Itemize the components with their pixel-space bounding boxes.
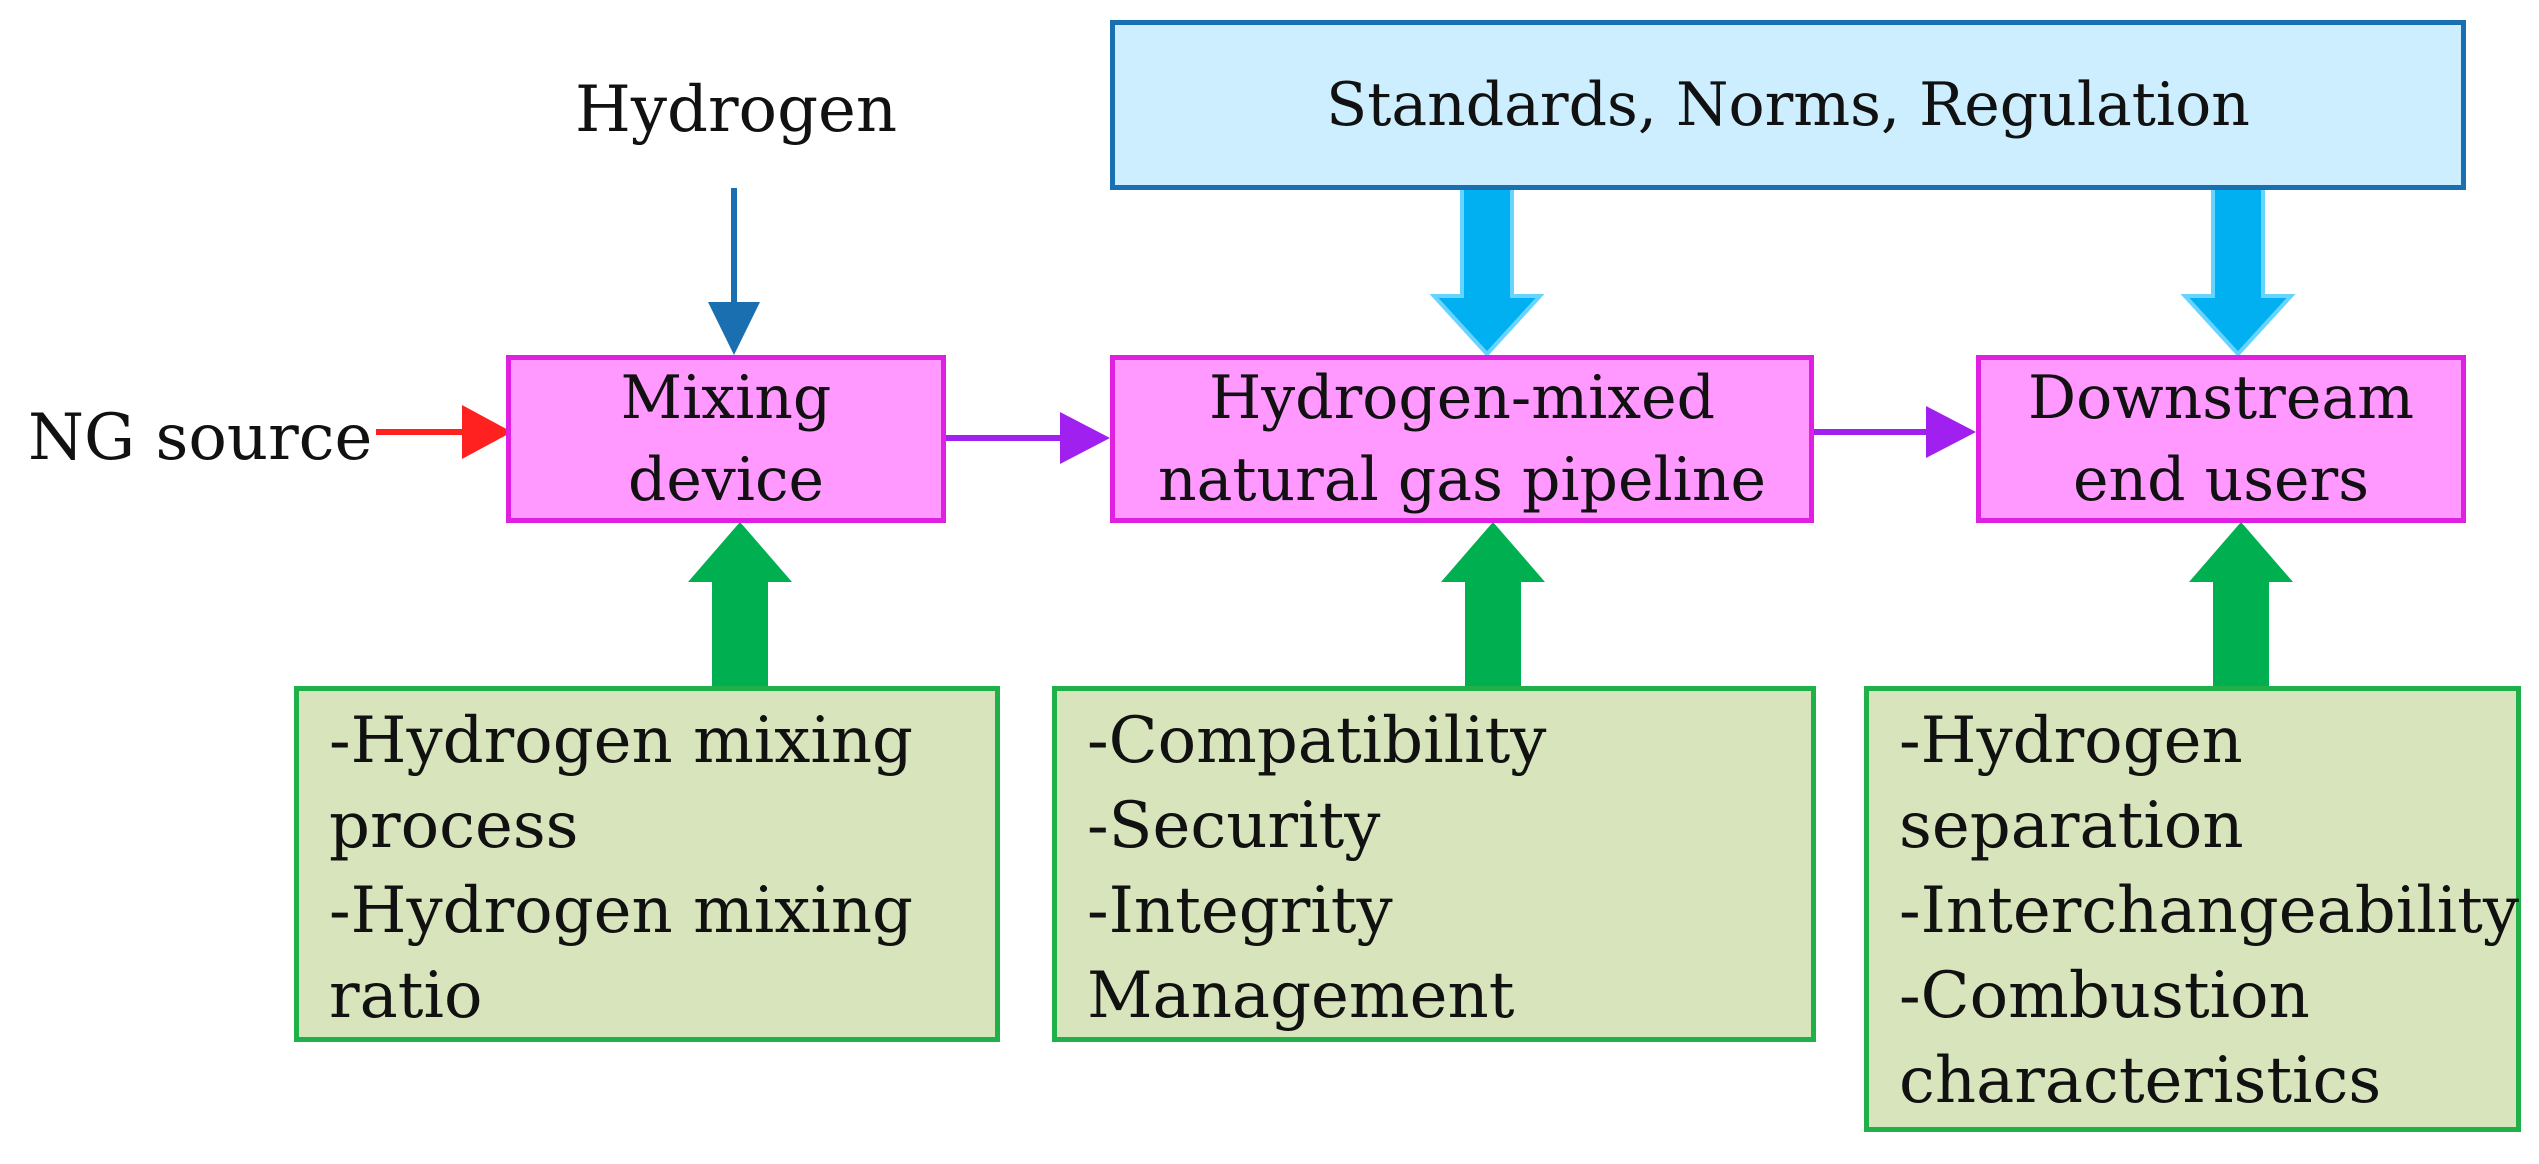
mixing-device-line-1: Mixing bbox=[620, 363, 832, 433]
pipeline-line-2: natural gas pipeline bbox=[1158, 445, 1766, 515]
ng-source-label: NG source bbox=[28, 401, 373, 475]
mixing-concern-line-4: ratio bbox=[329, 959, 483, 1033]
end-users-concern-line-4: -Combustion bbox=[1899, 959, 2310, 1033]
flow-arrow-pipeline-to-endusers bbox=[1814, 406, 1976, 458]
mixing-concern-line-2: process bbox=[329, 789, 579, 863]
pipeline-line-1: Hydrogen-mixed bbox=[1208, 363, 1716, 433]
standards-norms-regulation-box: Standards, Norms, Regulation bbox=[1110, 20, 2466, 190]
end-users-box: Downstream end users bbox=[1976, 355, 2466, 523]
hydrogen-input-label: Hydrogen bbox=[575, 73, 898, 147]
end-users-concern-line-3: -Interchangeability bbox=[1899, 874, 2519, 948]
mixing-device-box: Mixing device bbox=[506, 355, 946, 523]
pipeline-concern-line-2: -Security bbox=[1087, 789, 1381, 863]
concern-arrow-mixing bbox=[688, 522, 792, 686]
pipeline-concern-line-1: -Compatibility bbox=[1087, 704, 1547, 778]
flow-arrow-mixing-to-pipeline bbox=[946, 412, 1110, 464]
mixing-concern-line-3: -Hydrogen mixing bbox=[329, 874, 913, 948]
end-users-concern-line-2: separation bbox=[1899, 789, 2244, 863]
end-users-concern-line-5: characteristics bbox=[1899, 1044, 2382, 1118]
standards-arrow-endusers bbox=[2180, 186, 2296, 357]
end-users-concern-line-1: -Hydrogen bbox=[1899, 704, 2243, 778]
mixing-concern-line-1: -Hydrogen mixing bbox=[329, 704, 913, 778]
end-users-concerns-box: -Hydrogen separation -Interchangeability… bbox=[1864, 686, 2521, 1132]
pipeline-concern-line-4: Management bbox=[1087, 959, 1515, 1033]
pipeline-concern-line-3: -Integrity bbox=[1087, 874, 1393, 948]
standards-box-label: Standards, Norms, Regulation bbox=[1326, 70, 2250, 140]
mixing-device-line-2: device bbox=[627, 445, 825, 515]
end-users-line-1: Downstream bbox=[2028, 363, 2414, 433]
hydrogen-input-arrow bbox=[708, 188, 760, 355]
standards-arrow-pipeline bbox=[1429, 186, 1545, 357]
mixing-concerns-box: -Hydrogen mixing process -Hydrogen mixin… bbox=[294, 686, 1000, 1042]
pipeline-box: Hydrogen-mixed natural gas pipeline bbox=[1110, 355, 1814, 523]
concern-arrow-endusers bbox=[2189, 522, 2293, 686]
concern-arrow-pipeline bbox=[1441, 522, 1545, 686]
end-users-line-2: end users bbox=[2072, 445, 2370, 515]
pipeline-concerns-box: -Compatibility -Security -Integrity Mana… bbox=[1052, 686, 1816, 1042]
ng-source-arrow bbox=[376, 405, 512, 459]
